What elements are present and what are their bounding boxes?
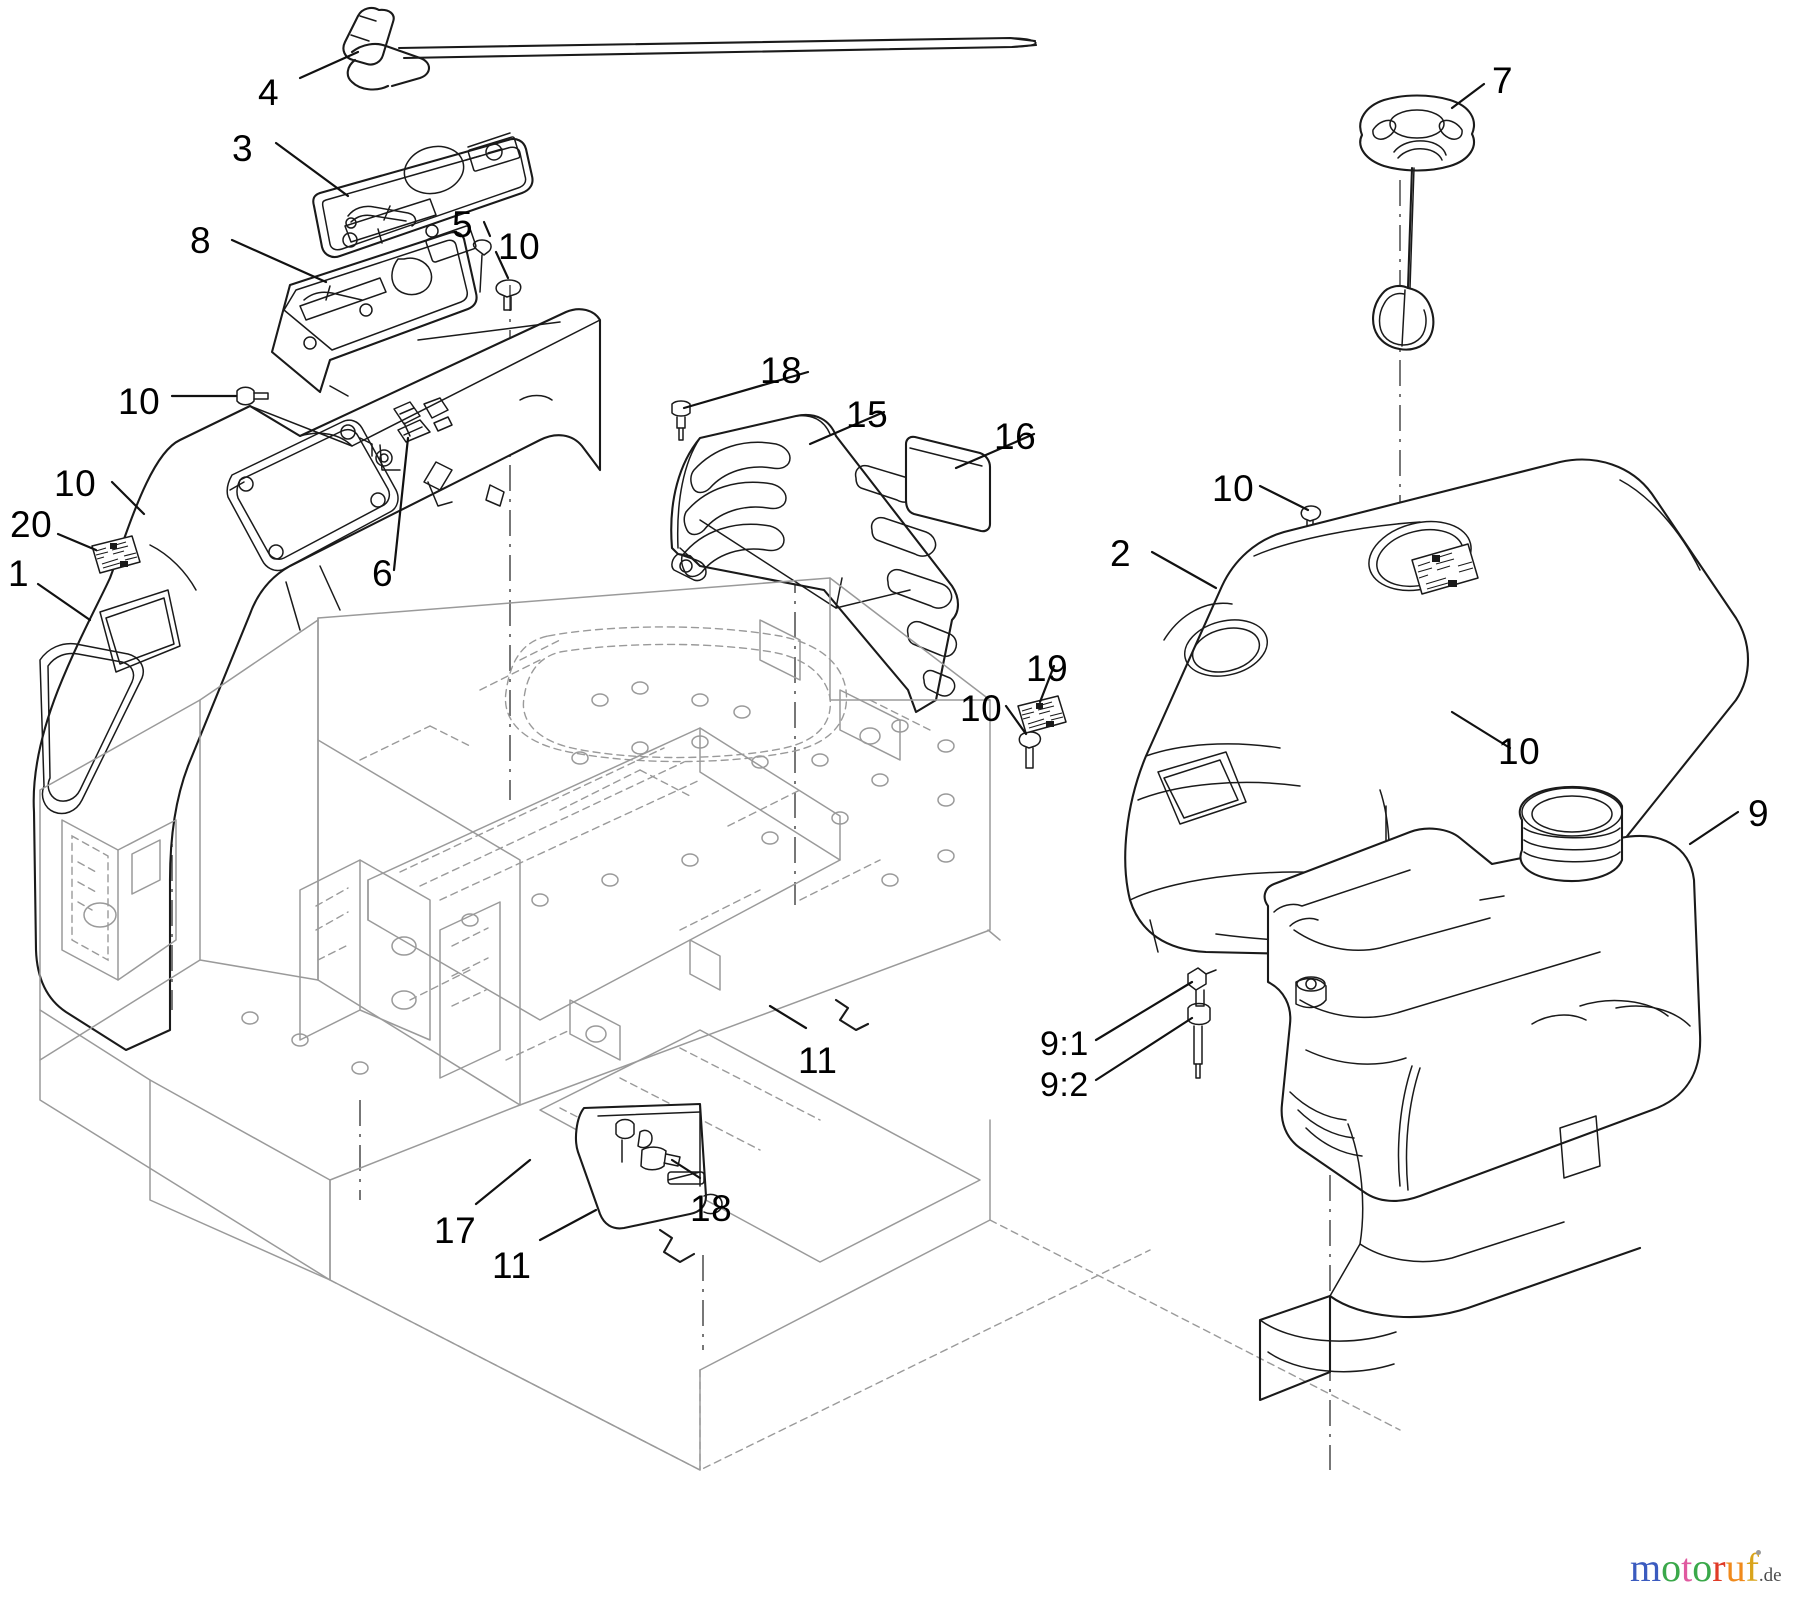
callout-9-2: 9:2 <box>1040 1066 1089 1104</box>
watermark-dot <box>1756 1550 1761 1555</box>
part-20-decal <box>91 535 141 574</box>
chassis-frame-phantom <box>39 577 1401 1471</box>
part-7-fuel-cap <box>1359 94 1475 351</box>
callout-11-b: 11 <box>492 1245 532 1286</box>
part-5-screw <box>472 239 492 293</box>
motoruf-watermark: motoruf.de <box>1630 1548 1782 1588</box>
callout-10-c: 10 <box>1212 468 1255 509</box>
callout-11-a: 11 <box>798 1040 838 1081</box>
watermark-letter-1: o <box>1661 1545 1682 1590</box>
callout-6: 6 <box>372 553 394 594</box>
callout-10-f: 10 <box>1498 731 1541 772</box>
callout-10-a: 10 <box>498 226 541 267</box>
watermark-tld: .de <box>1758 1565 1782 1586</box>
watermark-letter-0: m <box>1630 1545 1662 1590</box>
leader-lines <box>36 50 1740 1242</box>
part-1-left-fender <box>32 308 602 1052</box>
watermark-letter-4: r <box>1712 1545 1726 1590</box>
part-8-dash-panel <box>270 224 478 394</box>
callout-7: 7 <box>1492 60 1514 101</box>
callout-17: 17 <box>434 1210 477 1251</box>
callout-18-b: 18 <box>690 1188 733 1229</box>
part-19-decal <box>1017 695 1067 734</box>
callout-19: 19 <box>1026 648 1069 689</box>
callout-2: 2 <box>1110 533 1132 574</box>
callout-8: 8 <box>190 220 212 261</box>
watermark-letter-5: u <box>1725 1545 1746 1590</box>
callout-10-d: 10 <box>54 463 97 504</box>
callout-4: 4 <box>258 72 280 113</box>
watermark-letter-2: t <box>1681 1545 1693 1590</box>
callout-10-e: 10 <box>960 688 1003 729</box>
callout-10-b: 10 <box>118 381 161 422</box>
callout-16: 16 <box>994 416 1037 457</box>
callout-5: 5 <box>452 204 474 245</box>
part-16-screen <box>904 435 992 533</box>
callout-3: 3 <box>232 128 254 169</box>
part-18-bolt-shield <box>640 1146 681 1171</box>
part-9-fuel-tank <box>1258 785 1702 1402</box>
part-15-grille <box>670 414 960 714</box>
part-3-panel-decal <box>312 132 534 259</box>
watermark-letter-3: o <box>1692 1545 1713 1590</box>
callout-9-1: 9:1 <box>1040 1025 1089 1063</box>
callout-18-a: 18 <box>760 350 803 391</box>
part-18-bolt-top <box>671 400 691 441</box>
part-9-2-tube <box>1187 1002 1211 1079</box>
watermark-letter-6: f <box>1745 1545 1759 1590</box>
callout-15: 15 <box>846 394 889 435</box>
callout-20: 20 <box>10 504 53 545</box>
part-4-throttle-cable <box>342 6 1038 91</box>
part-6-clips <box>375 397 453 467</box>
callout-9: 9 <box>1748 793 1770 834</box>
callout-1: 1 <box>8 553 30 594</box>
part-11-cable-ties <box>658 998 870 1264</box>
